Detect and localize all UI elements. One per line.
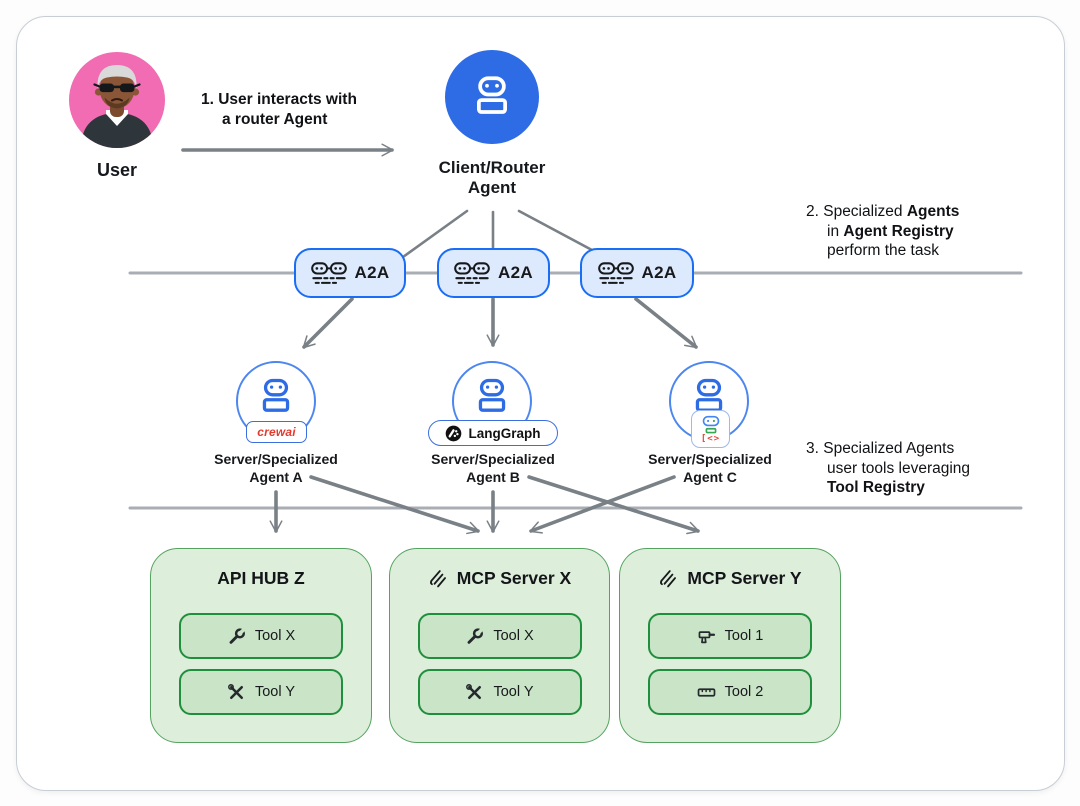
ruler-icon [697,687,715,697]
tool-label: Tool Y [254,684,296,700]
step-annotation-line: user tools leveraging [827,459,971,477]
crewai-framework-badge: crewai [246,421,307,443]
mcp-server-y-box: MCP Server Y Tool 1 Tool 2 [619,548,841,743]
crossed-tools-icon [466,683,482,699]
tool-button: Tool 1 [648,613,812,659]
step2-annotation: 2. Specialized Agents in Agent Registry pe… [806,202,1026,261]
a2a-badge-2: A2A [437,248,550,298]
step-annotation-line: perform the task [827,242,939,259]
robot-icon [477,76,507,114]
langgraph-framework-badge: LangGraph [428,420,558,446]
tool-label: Tool Y [493,684,534,700]
tool-button: Tool Y [179,669,343,715]
tool-label: Tool X [493,628,534,644]
a2a-protocol-icon [310,261,347,284]
wrench-icon [229,627,246,644]
agent-a-label: Server/Specialized Agent A [214,451,338,485]
agent-to-tool-arrows [269,475,700,535]
robot-icon [478,378,506,412]
tool-button: Tool X [179,613,343,659]
langgraph-label: LangGraph [468,425,541,441]
tool-button: Tool Y [417,669,582,715]
step-annotation-line: 1. User interacts with [201,91,357,108]
a2a-to-agent-arrows [302,297,698,349]
step-annotation-line: Tool Registry [827,479,925,496]
a2a-badge-1: A2A [294,248,406,298]
tool-label: Tool 1 [724,628,764,644]
tool-label: Tool 2 [724,684,764,700]
tool-label: Tool X [254,628,296,644]
adk-framework-badge: [<> [691,410,730,448]
step-annotation-line: in Agent Registry [827,222,954,240]
agent-c-label: Server/Specialized Agent C [648,451,772,485]
mcp-server-x-title: MCP Server X [390,568,609,589]
api-hub-z-box: API HUB Z Tool X Tool Y [150,548,372,743]
step-annotation-line: 3. Specialized Agents [806,440,955,457]
a2a-label: A2A [354,263,390,282]
a2a-protocol-icon [454,261,490,284]
langgraph-logo-icon [446,425,462,441]
a2a-badge-3: A2A [580,248,694,298]
a2a-label: A2A [498,263,533,282]
crossed-tools-icon [228,683,243,699]
client-router-agent-label: Client/Router Agent [438,158,546,197]
mcp-icon [429,570,446,588]
tool-button: Tool 2 [648,669,812,715]
crewai-logo: crewai [257,425,296,439]
mcp-server-x-box: MCP Server X Tool X Tool Y [389,548,610,743]
robot-icon [262,378,290,412]
user-label: User [96,160,138,180]
step-annotation-line: a router Agent [222,110,328,128]
step-annotation-line: 2. Specialized Agents [806,203,960,220]
a2a-label: A2A [641,263,677,282]
adk-brackets-glyph: [<> [700,434,721,444]
a2a-protocol-icon [597,261,634,284]
wrench-icon [467,627,485,644]
agent-b-label: Server/Specialized Agent B [431,451,555,485]
adk-robot-icon [702,415,719,434]
mcp-server-y-title: MCP Server Y [620,568,840,589]
api-hub-z-title: API HUB Z [217,568,305,588]
step3-annotation: 3. Specialized Agents user tools leveragi… [806,439,1026,498]
user-avatar [69,52,165,148]
client-router-agent-node [445,50,539,144]
mcp-icon [660,570,677,588]
drill-icon [698,630,715,643]
step1-annotation: 1. User interacts with a router Agent [201,90,401,129]
tool-button: Tool X [417,613,582,659]
